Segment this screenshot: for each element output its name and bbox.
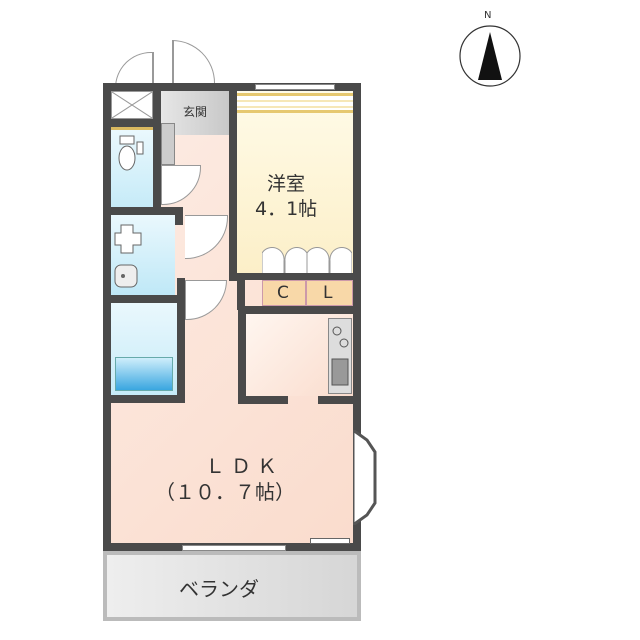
western-room-name: 洋室 (267, 173, 306, 195)
front-door[interactable] (172, 40, 215, 88)
wall (111, 119, 161, 127)
closet-doors[interactable] (262, 247, 352, 273)
wall (238, 306, 361, 314)
stove-sink-icon (331, 326, 349, 386)
wall (111, 295, 181, 303)
compass-label: N (484, 10, 492, 21)
toilet-icon (118, 135, 144, 171)
wall (175, 215, 183, 225)
north-arrow-icon (459, 25, 521, 87)
ldk-window[interactable] (182, 545, 286, 551)
wall (229, 91, 237, 281)
closet-l: L (306, 280, 353, 306)
bathtub (115, 357, 173, 391)
closet-c: C (262, 280, 306, 306)
kitchen-counter (328, 318, 352, 394)
wall (103, 395, 185, 403)
ldk-name: ＬＤＫ (205, 454, 283, 478)
entrance-label: 玄関 (183, 105, 208, 119)
washroom (111, 215, 175, 295)
wall (103, 207, 183, 215)
entrance: 玄関 (161, 91, 229, 135)
bathroom (111, 303, 177, 395)
western-window[interactable] (255, 84, 335, 90)
wall (238, 306, 246, 404)
closet-shelf (237, 93, 353, 113)
veranda-label: ベランダ (179, 577, 259, 601)
outlet-panel (310, 538, 350, 544)
washing-machine-icon (114, 224, 142, 288)
veranda: ベランダ (103, 551, 361, 621)
kitchen (246, 314, 353, 396)
wall (237, 273, 361, 280)
ldk-size: （１０．７帖） (155, 480, 295, 504)
bay-window[interactable] (351, 427, 381, 528)
shoe-cabinet (161, 123, 175, 165)
wall (177, 278, 185, 403)
western-room-size: 4．1帖 (255, 198, 318, 220)
closet-c-label: C (277, 283, 289, 303)
storage (111, 91, 153, 119)
wall (238, 396, 288, 404)
compass: N (458, 10, 522, 88)
closet-l-label: L (323, 283, 333, 303)
wall (318, 396, 361, 404)
western-room: 洋室 4．1帖 (237, 91, 353, 273)
wall (237, 280, 245, 310)
wall (153, 91, 161, 211)
toilet-room (111, 127, 153, 207)
